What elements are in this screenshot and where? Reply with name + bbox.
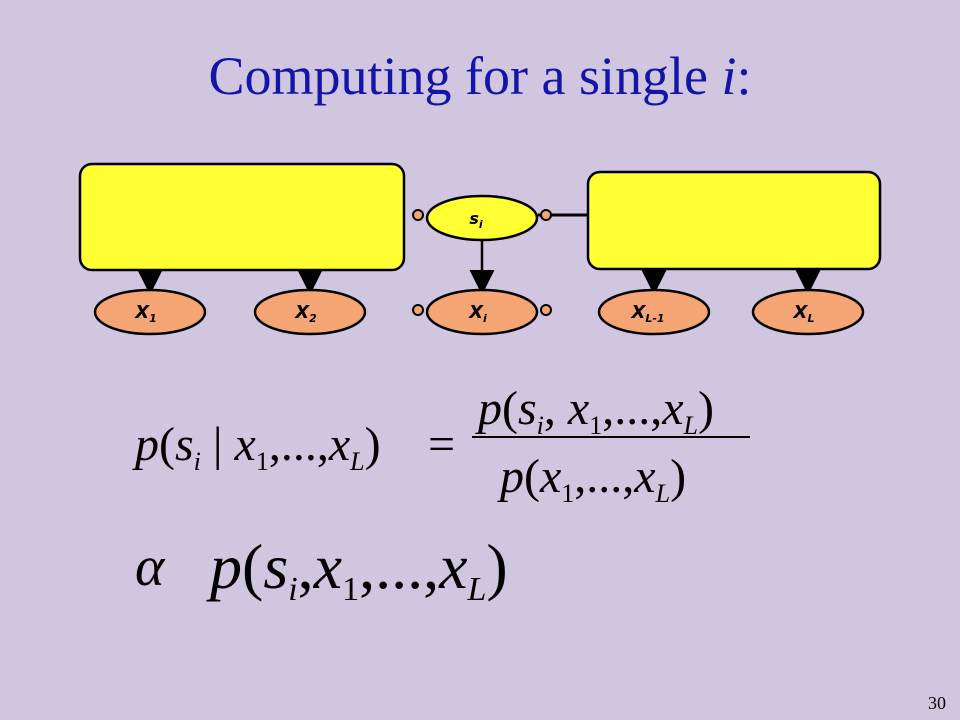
proportional-formula: α p(si,x1,...,xL) (135, 531, 508, 608)
node-xl-label: XL (793, 302, 815, 325)
left-hidden-block (78, 162, 406, 272)
title-main: Computing for a single (208, 46, 722, 106)
formula-equals: = (428, 418, 455, 471)
node-xl-minus-1 (597, 288, 711, 336)
connector-si-right (540, 209, 552, 221)
title-tail: : (736, 46, 752, 106)
title-variable: i (721, 46, 737, 106)
node-xl (751, 288, 865, 336)
alpha-symbol: α (135, 536, 166, 598)
right-hidden-block (586, 170, 882, 271)
node-si (425, 194, 539, 242)
node-xl-minus-1-label: XL-1 (630, 302, 664, 325)
node-x1 (93, 288, 207, 336)
node-xi (425, 288, 539, 336)
connector-si-left (412, 209, 424, 221)
formula-numerator: p(si, x1,...,xL) (475, 382, 714, 440)
connector-xi-left (412, 304, 424, 316)
page-number: 30 (928, 693, 946, 713)
node-x2 (253, 288, 367, 336)
formula-lhs: p(si | x1,...,xL) (132, 418, 381, 476)
node-x2-label: X2 (294, 302, 317, 325)
node-si-label: si (469, 209, 483, 231)
formula-denominator: p(x1,...,xL) (497, 450, 686, 508)
formula-proportional: p(si,x1,...,xL) (206, 531, 508, 608)
slide-title: Computing for a single i: (0, 46, 960, 106)
connector-xi-right (540, 304, 552, 316)
node-xi-label: Xi (468, 302, 487, 325)
posterior-formula: p(si | x1,...,xL) = p(si, x1,...,xL) p(x… (132, 382, 750, 508)
node-x1-label: X1 (134, 302, 157, 325)
